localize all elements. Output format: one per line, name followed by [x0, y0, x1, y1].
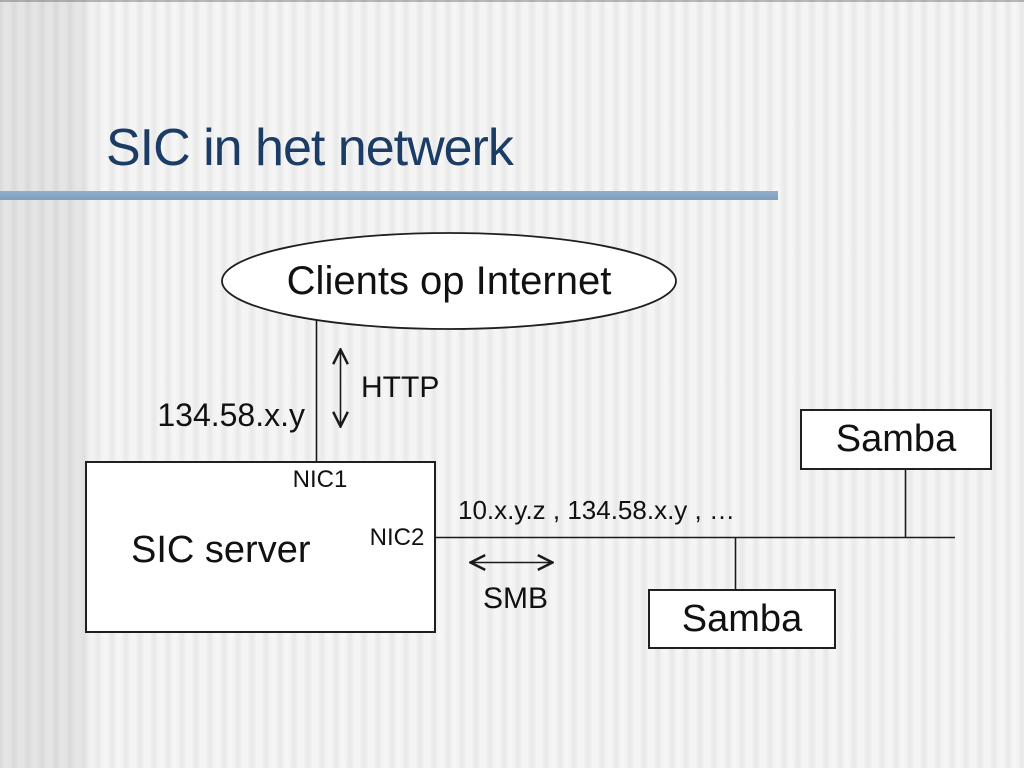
http-protocol-label: HTTP	[361, 371, 440, 404]
samba-bottom-label: Samba	[681, 597, 803, 640]
samba-box-bottom: Samba	[648, 589, 836, 649]
title-accent-bar	[0, 191, 778, 200]
nic2-label: NIC2	[369, 524, 425, 551]
sic-server-box	[85, 461, 436, 633]
samba-top-label: Samba	[835, 418, 957, 460]
slide-title: SIC in het netwerk	[106, 119, 514, 177]
wan-ip-label: 134.58.x.y	[157, 397, 305, 433]
samba-box-top: Samba	[800, 409, 992, 470]
sic-server-label: SIC server	[131, 529, 311, 571]
internet-cloud-label: Clients op Internet	[286, 259, 612, 303]
lan-ip-list-label: 10.x.y.z , 134.58.x.y , …	[458, 495, 735, 525]
nic1-label: NIC1	[292, 466, 348, 493]
smb-protocol-label: SMB	[483, 582, 549, 615]
